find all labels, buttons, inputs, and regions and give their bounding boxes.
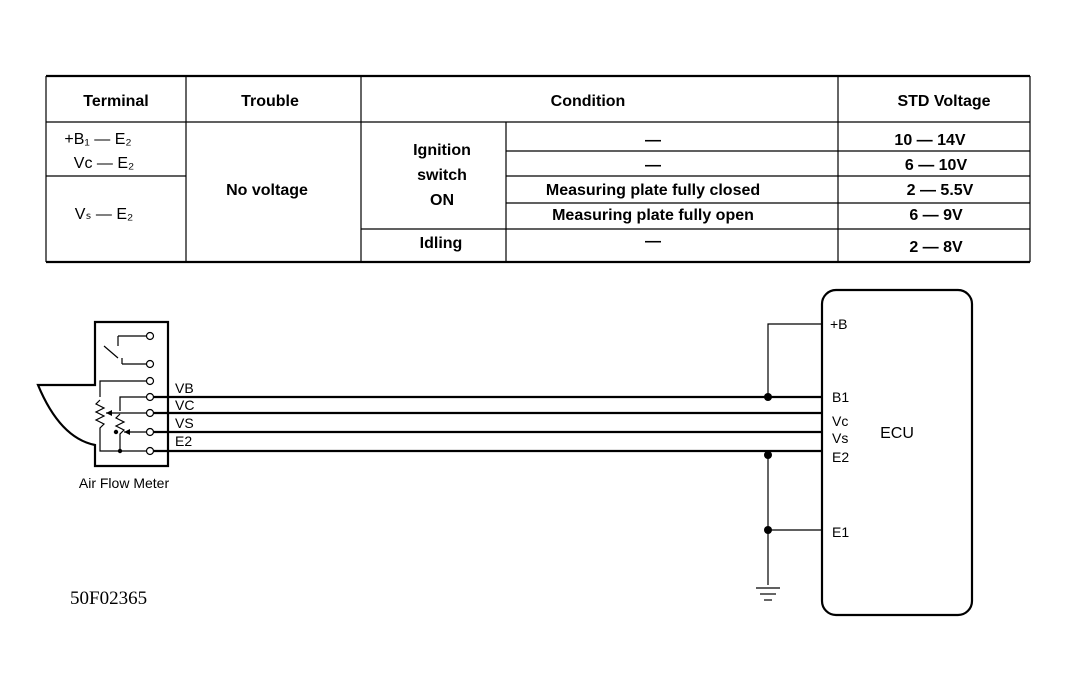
meter-pin-vb: VB [175,380,194,396]
meter-terminal-icon [145,376,155,386]
trouble-no-voltage: No voltage [226,182,308,199]
ecu-label: ECU [880,425,914,442]
ecu-box [820,288,974,617]
figure-code: 50F02365 [70,588,147,609]
ground-icon [756,587,780,601]
junction-dot-icon [764,526,772,534]
sub-condition-5: — [645,233,661,250]
air-flow-meter: VB VC VS E2 Air Flow Meter [36,320,194,491]
resistor-icon [94,399,106,444]
junction-dot-icon [764,393,772,401]
meter-terminal-icon [145,427,155,437]
junction-dot-icon [764,451,772,459]
wiper-arrow-icon [124,429,130,435]
ecu-pin-plus-b: +B [830,316,848,332]
condition-ignition-line3: ON [430,192,454,209]
sub-condition-4: Measuring plate fully open [552,207,754,224]
potentiometer-icon [114,413,126,440]
wiper-arrow-icon [106,410,112,416]
meter-terminal-icon [145,408,155,418]
meter-terminal-icon [145,446,155,456]
air-flow-meter-label: Air Flow Meter [79,475,170,491]
condition-ignition-line2: switch [417,167,467,184]
meter-terminal-icon [145,331,155,341]
sub-condition-1: — [645,132,661,149]
header-terminal: Terminal [83,93,149,110]
voltage-3: 2 — 5.5V [907,182,974,199]
header-trouble: Trouble [241,93,299,110]
voltage-1: 10 — 14V [894,132,965,149]
meter-terminal-icon [145,359,155,369]
terminal-vc-e2: Vᴄ — E₂ [74,155,134,172]
meter-pin-e2: E2 [175,433,192,449]
voltage-5: 2 — 8V [909,239,963,256]
ecu-pin-vc: Vc [832,413,848,429]
condition-idling: Idling [420,235,463,252]
condition-ignition-line1: Ignition [413,142,471,159]
meter-pin-vc: VC [175,397,194,413]
voltage-4: 6 — 9V [909,207,963,224]
sub-condition-2: — [645,157,661,174]
ecu: ECU +B B1 Vc Vs E2 E1 [820,288,974,617]
wire-plus-b [767,323,822,397]
fuel-pump-switch-icon [103,345,119,359]
ecu-pin-e2: E2 [832,449,849,465]
header-std-voltage: STD Voltage [897,93,990,110]
wiring-harness [154,323,822,601]
meter-pin-vs: VS [175,415,194,431]
spec-table: Terminal Trouble Condition STD Voltage +… [45,74,1031,264]
terminal-vs-e2: Vₛ — E₂ [75,206,133,223]
ecu-pin-vs: Vs [832,430,848,446]
air-flow-meter-housing [36,320,170,468]
ecu-pin-e1: E1 [832,524,849,540]
ecu-pin-b1: B1 [832,389,849,405]
sub-condition-3: Measuring plate fully closed [546,182,760,199]
header-condition: Condition [551,93,626,110]
meter-terminal-icon [145,392,155,402]
voltage-2: 6 — 10V [905,157,968,174]
terminal-b1-e2: +B₁ — E₂ [64,131,131,148]
